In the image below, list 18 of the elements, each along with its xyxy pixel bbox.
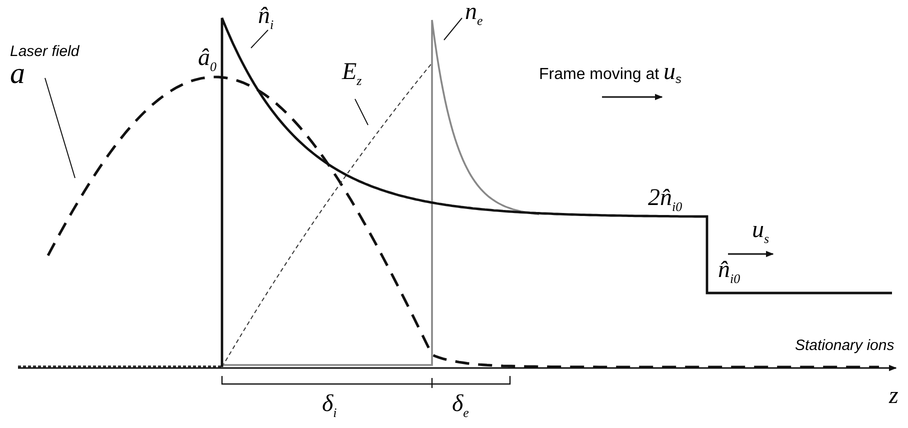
curve-label: Laser field [10,44,80,59]
leader-line [354,98,368,126]
symbol-label: n$_{e}$ [465,0,483,27]
symbol-label: 2n̂$_{i0}$ [648,186,682,213]
annotation-text: Stationary ions [795,338,894,353]
symbol-label: E$_{z}$ [342,60,362,87]
symbol-label: n̂$_{i0}$ [718,258,740,285]
leader-line [250,30,268,48]
symbol-label: u$_{s}$ [752,218,770,245]
symbol-label: δ$_{i}$ [322,392,337,419]
leader-line [444,18,462,40]
axis-label: z [889,384,898,408]
symbol-label: δ$_{e}$ [452,392,469,419]
symbol-label: n̂$_{i}$ [258,4,274,31]
symbol-label: â$_{0}$ [198,46,216,73]
symbol-label: a [10,59,26,89]
leader-line [44,78,76,178]
annotation-text: Frame moving at u$_{s}$ [539,60,682,86]
